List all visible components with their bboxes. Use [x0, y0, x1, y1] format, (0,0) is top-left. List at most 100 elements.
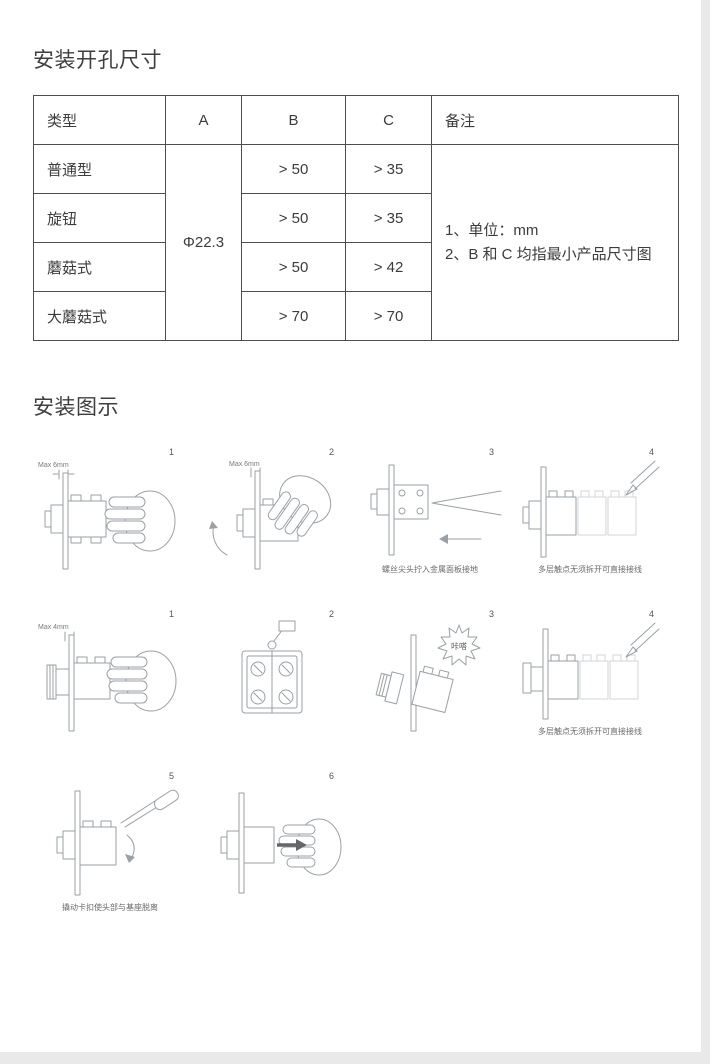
panel	[410, 634, 417, 732]
cell-c: > 42	[345, 242, 432, 292]
col-header-a: A	[165, 95, 242, 145]
panel	[238, 792, 245, 894]
diagram-insert-head-through-panel: Max 6mm	[38, 462, 176, 570]
diagram-ground-screw-to-panel	[370, 464, 502, 556]
button-collar	[242, 508, 256, 538]
figure-number: 1	[168, 447, 174, 457]
table-header-row: 类型 A B C 备注	[33, 95, 679, 145]
col-header-b: B	[241, 95, 346, 145]
button-cap	[220, 836, 228, 854]
diagram-tighten-mounting-ring: Max 6mm	[209, 461, 332, 570]
table-row: 旋钮 > 50 > 35	[33, 193, 679, 243]
screwdriver-icon	[625, 460, 660, 496]
figure-step: 6	[190, 771, 350, 913]
cell-notes-merged: 1、单位：mm 2、B 和 C 均指最小产品尺寸图	[431, 144, 679, 341]
figure-caption	[190, 738, 350, 749]
hand-icon	[267, 475, 332, 537]
figure-caption: 多层触点无须拆开可直接接线	[538, 727, 642, 736]
button-collar	[528, 500, 542, 530]
cell-type: 普通型	[33, 144, 166, 194]
figure-number: 2	[328, 609, 334, 619]
button-cap	[370, 493, 378, 510]
diagram-snap-head-click: 咔嗒	[375, 624, 481, 732]
switch-body-tilted	[411, 665, 454, 714]
document-page: 安装开孔尺寸 类型 A B C 备注 普通型 Φ22.3 > 50 > 35 1…	[0, 0, 701, 1052]
cell-type: 旋钮	[33, 193, 166, 243]
cell-type: 大蘑菇式	[33, 291, 166, 341]
cell-b: > 70	[241, 291, 346, 341]
figure-step: 4	[510, 609, 670, 749]
section-title-diagrams: 安装图示	[33, 396, 119, 419]
figure-caption	[190, 902, 350, 913]
figure-number: 6	[328, 771, 334, 781]
panel	[68, 634, 75, 732]
diagram-direct-wiring-contacts	[522, 460, 660, 558]
figure-caption: 多层触点无须拆开可直接接线	[538, 565, 642, 574]
dimension-table: 类型 A B C 备注 普通型 Φ22.3 > 50 > 35 1、单位：mm …	[33, 95, 679, 341]
table-row: 普通型 Φ22.3 > 50 > 35 1、单位：mm 2、B 和 C 均指最小…	[33, 144, 679, 341]
col-header-notes: 备注	[431, 95, 679, 145]
figure-step: 2 Max 6mm	[190, 447, 350, 587]
col-header-type: 类型	[33, 95, 166, 145]
knob-front	[522, 662, 532, 694]
figure-step: 2	[190, 609, 350, 749]
button-collar	[62, 830, 76, 860]
hand-icon	[104, 490, 176, 552]
panel	[254, 470, 261, 570]
figure-caption: 撬动卡扣使头部与基座脱离	[62, 903, 158, 912]
switch-body	[79, 826, 117, 866]
figure-caption	[30, 738, 190, 749]
figure-caption	[350, 738, 510, 749]
diagram-pull-head-off	[220, 792, 342, 894]
switch-body	[67, 500, 107, 538]
knob-base	[55, 668, 70, 696]
button-cap	[44, 510, 52, 528]
table-row: 蘑菇式 > 50 > 42	[33, 242, 679, 292]
figure-number: 1	[168, 609, 174, 619]
cell-b: > 50	[241, 144, 346, 194]
knob-head-tilted	[375, 671, 405, 705]
cell-b: > 50	[241, 193, 346, 243]
button-cap	[56, 836, 64, 854]
diagram-contact-block-front	[241, 620, 303, 714]
dimension-note: Max 6mm	[38, 462, 69, 469]
switch-body	[545, 496, 577, 536]
note-line-1: 1、单位：mm	[445, 221, 539, 239]
switch-body	[393, 484, 429, 520]
button-collar	[376, 488, 390, 516]
figure-caption	[190, 576, 350, 587]
tag-icon	[267, 620, 296, 650]
button-collar	[50, 504, 64, 534]
screwdriver-icon	[120, 789, 179, 828]
click-burst-icon: 咔嗒	[437, 624, 481, 666]
diagram-insert-knob-head: Max 4mm	[38, 624, 177, 732]
hand-icon	[278, 818, 342, 876]
note-line-2: 2、B 和 C 均指最小产品尺寸图	[445, 245, 652, 263]
figure-number: 3	[488, 609, 494, 619]
button-cap	[522, 506, 530, 524]
figure-number: 2	[328, 447, 334, 457]
figure-grid: 1 Max 6mm	[30, 447, 701, 913]
figure-number: 5	[168, 771, 174, 781]
panel	[74, 790, 81, 896]
figure-step: 3 咔嗒	[350, 609, 510, 749]
knob-base	[530, 666, 544, 692]
diagram-pry-latch	[56, 789, 179, 896]
figure-step: 4	[510, 447, 670, 587]
figure-step: 5 撬动卡扣使头部与基座脱离	[30, 771, 190, 913]
cell-b: > 50	[241, 242, 346, 292]
figure-caption: 螺丝尖头拧入金属面板接地	[382, 565, 478, 574]
knob-front	[46, 664, 57, 700]
switch-body	[73, 662, 111, 700]
ghost-contact-blocks	[577, 490, 637, 536]
dimension-note: Max 4mm	[38, 624, 69, 631]
button-cap	[236, 514, 244, 532]
click-sound-text: 咔嗒	[451, 641, 467, 651]
switch-body	[547, 660, 579, 700]
figure-caption	[30, 576, 190, 587]
button-collar	[226, 830, 240, 860]
panel	[540, 466, 547, 558]
figure-step: 1 Max 4mm	[30, 609, 190, 749]
panel	[62, 472, 69, 570]
cell-c: > 70	[345, 291, 432, 341]
